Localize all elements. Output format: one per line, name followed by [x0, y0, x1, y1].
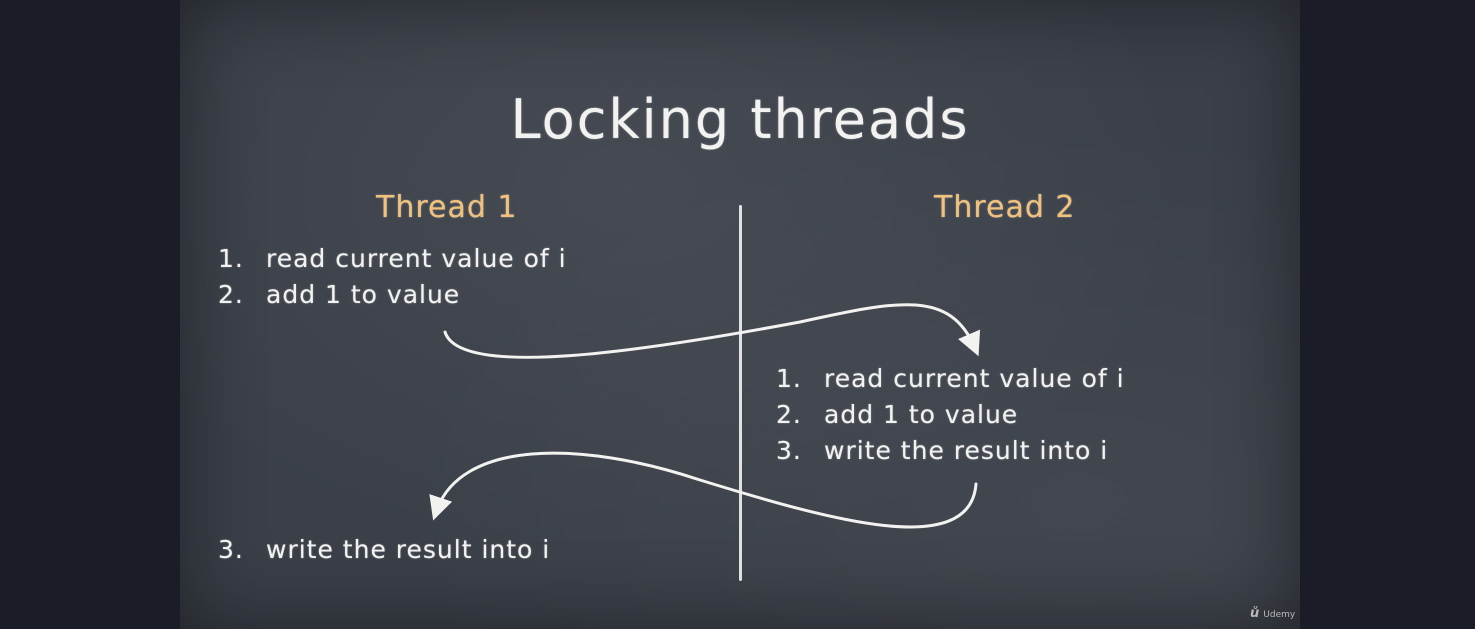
- watermark-brand: Udemy: [1263, 610, 1296, 620]
- thread-2-heading: Thread 2: [934, 190, 1076, 225]
- step-text: read current value of i: [824, 364, 1125, 393]
- step-number: 1.: [776, 364, 802, 393]
- step-number: 2.: [776, 400, 802, 429]
- thread-1-step-1: 1. read current value of i: [218, 244, 567, 273]
- thread-1-step-2: 2. add 1 to value: [218, 280, 460, 309]
- slide-title: Locking threads: [510, 88, 970, 151]
- thread-2-step-3: 3. write the result into i: [776, 436, 1108, 465]
- step-number: 3.: [776, 436, 802, 465]
- step-text: write the result into i: [266, 535, 551, 564]
- column-divider: [739, 205, 742, 581]
- step-text: add 1 to value: [824, 400, 1019, 429]
- chalkboard-slide: Locking threads Thread 1 Thread 2 1. read…: [180, 0, 1300, 629]
- step-text: write the result into i: [824, 436, 1109, 465]
- step-text: read current value of i: [266, 244, 567, 273]
- thread-1-heading: Thread 1: [376, 190, 518, 225]
- step-text: add 1 to value: [266, 280, 461, 309]
- thread-1-step-3: 3. write the result into i: [218, 535, 550, 564]
- arrow-thread1-to-thread2: [443, 303, 981, 359]
- thread-2-step-1: 1. read current value of i: [776, 364, 1125, 393]
- thread-2-step-2: 2. add 1 to value: [776, 400, 1018, 429]
- step-number: 2.: [218, 280, 244, 309]
- step-number: 3.: [218, 535, 244, 564]
- udemy-logo-icon: ů: [1250, 606, 1260, 621]
- step-number: 1.: [218, 244, 244, 273]
